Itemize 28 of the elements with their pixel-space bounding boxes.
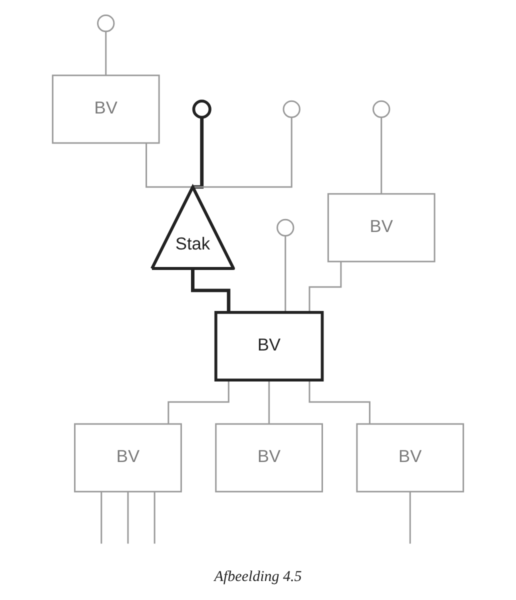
connector-line	[154, 492, 156, 544]
connector-line	[168, 380, 230, 424]
connector-line	[268, 380, 270, 424]
process-box: BV	[214, 310, 324, 382]
connector-line	[191, 268, 230, 312]
circle-node	[282, 100, 300, 118]
process-box: BV	[356, 423, 464, 492]
connector-line	[100, 492, 102, 544]
circle-node	[276, 218, 294, 237]
process-box: BV	[215, 423, 323, 492]
process-box: BV	[52, 74, 160, 144]
connector-line	[146, 143, 194, 188]
circle-node	[372, 100, 390, 118]
connector-line	[191, 117, 204, 189]
process-box: BV	[74, 423, 182, 492]
connector-line	[409, 492, 411, 544]
connector-line	[127, 492, 129, 544]
connector-line	[308, 380, 370, 424]
connector-line	[192, 117, 292, 188]
process-box: BV	[327, 193, 436, 262]
circle-node	[192, 100, 212, 119]
connector-line	[308, 262, 342, 312]
triangle-node: Stak	[150, 186, 235, 270]
circle-node	[97, 14, 115, 32]
caption: Afbeelding 4.5	[214, 569, 302, 586]
connector-line	[284, 236, 286, 312]
connector-line	[105, 31, 107, 76]
connector-line	[380, 117, 382, 194]
